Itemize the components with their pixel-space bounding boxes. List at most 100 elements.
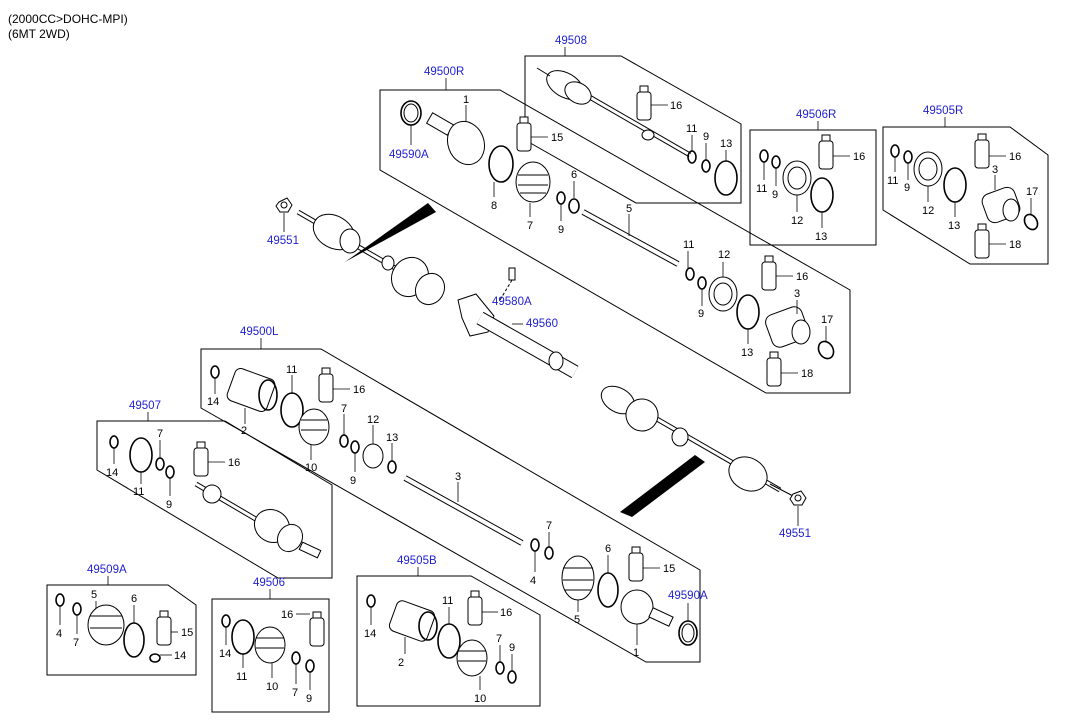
bolt-49580A — [499, 267, 516, 301]
num-9: 9 — [772, 189, 778, 201]
clip-9-right — [556, 191, 566, 205]
num-6: 6 — [571, 169, 577, 181]
clip-11-right — [685, 267, 695, 281]
label-49508[interactable]: 49508 — [555, 35, 587, 47]
num-16: 16 — [500, 607, 512, 619]
inner-joint-housing-right — [390, 256, 446, 306]
outer-joint-1 — [425, 112, 486, 166]
clamp-rings-49508 — [687, 150, 738, 196]
num-9: 9 — [509, 642, 515, 654]
band-13-right — [736, 294, 760, 330]
panel-49505B — [356, 567, 541, 707]
num-3: 3 — [992, 164, 998, 176]
label-49507[interactable]: 49507 — [129, 400, 161, 412]
shaft-assembly-49508 — [536, 67, 692, 158]
label-49505B[interactable]: 49505B — [397, 555, 437, 567]
num-9: 9 — [698, 308, 704, 320]
num-7: 7 — [546, 520, 552, 532]
grease-tube-16-right — [761, 255, 777, 291]
num-15: 15 — [181, 627, 193, 639]
num-7: 7 — [527, 220, 533, 232]
num-10: 10 — [266, 681, 278, 693]
label-49500L[interactable]: 49500L — [240, 326, 279, 338]
num-4: 4 — [530, 575, 536, 587]
num-9: 9 — [904, 182, 910, 194]
num-5: 5 — [574, 614, 580, 626]
label-49505R[interactable]: 49505R — [923, 105, 963, 117]
boot-5-49509A — [87, 604, 125, 646]
num-5: 5 — [626, 203, 632, 215]
num-11: 11 — [236, 671, 247, 683]
num-6: 6 — [605, 543, 611, 555]
seal-17-right — [817, 340, 835, 360]
panel-49506 — [211, 589, 330, 713]
num-9: 9 — [703, 131, 709, 143]
part-code-labels: 49508 49500R 49506R 49505R 49590A 49551 … — [87, 35, 963, 602]
num-16: 16 — [228, 457, 240, 469]
num-14: 14 — [174, 650, 186, 662]
header-engine-spec: (2000CC>DOHC-MPI) — [8, 12, 128, 26]
num-15: 15 — [551, 132, 563, 144]
num-9: 9 — [350, 475, 356, 487]
num-5: 5 — [91, 589, 97, 601]
ring-6-right — [568, 198, 580, 214]
num-14: 14 — [207, 396, 219, 408]
grease-tube-18-right — [766, 351, 782, 387]
num-8: 8 — [491, 200, 497, 212]
tripod-joint-12-49505R — [913, 151, 943, 187]
num-15: 15 — [663, 563, 675, 575]
num-17: 17 — [1026, 186, 1038, 198]
num-11: 11 — [683, 239, 694, 251]
num-16: 16 — [670, 100, 682, 112]
boot-10-49506 — [254, 626, 286, 664]
num-6: 6 — [131, 593, 137, 605]
label-49506R[interactable]: 49506R — [796, 109, 836, 121]
label-49506[interactable]: 49506 — [253, 577, 285, 589]
grease-tube-15 — [516, 116, 532, 152]
panel-49500R — [379, 78, 851, 394]
num-16: 16 — [796, 271, 808, 283]
label-49551-left[interactable]: 49551 — [267, 235, 299, 247]
num-11: 11 — [133, 486, 144, 498]
panel-49505R — [882, 117, 1049, 265]
band-8 — [488, 145, 514, 183]
label-49560[interactable]: 49560 — [526, 318, 558, 330]
hub-nut-49551-left — [275, 197, 293, 213]
num-4: 4 — [56, 628, 62, 640]
num-18: 18 — [801, 368, 813, 380]
num-13: 13 — [815, 231, 827, 243]
num-14: 14 — [106, 467, 118, 479]
label-49551-right[interactable]: 49551 — [779, 528, 811, 540]
ring-49590A-bottom — [678, 620, 698, 646]
tripod-joint-12-left — [362, 443, 384, 469]
housing-2-left — [226, 368, 278, 412]
label-49509A[interactable]: 49509A — [87, 564, 127, 576]
num-3: 3 — [455, 471, 461, 483]
num-14: 14 — [364, 628, 376, 640]
intermediate-shaft-49560 — [457, 267, 579, 379]
header-transmission-spec: (6MT 2WD) — [8, 27, 70, 41]
num-12: 12 — [367, 414, 379, 426]
num-9: 9 — [166, 499, 172, 511]
panel-49500L — [200, 338, 701, 663]
label-49590A-bottom[interactable]: 49590A — [668, 590, 708, 602]
label-49580A[interactable]: 49580A — [492, 296, 532, 308]
ring-49590A-top — [400, 100, 422, 126]
tripod-joint-12-49506R — [782, 160, 812, 196]
outer-joint-1-left — [620, 589, 674, 627]
label-49500R[interactable]: 49500R — [424, 66, 464, 78]
num-9: 9 — [558, 224, 564, 236]
grease-tube-16 — [636, 85, 652, 121]
shaft-3-left — [403, 475, 524, 546]
num-3: 3 — [794, 288, 800, 300]
num-14: 14 — [219, 648, 231, 660]
num-2: 2 — [398, 657, 404, 669]
label-49590A-top[interactable]: 49590A — [389, 149, 429, 161]
num-16: 16 — [281, 609, 293, 621]
num-7: 7 — [341, 403, 347, 415]
right-driveshaft-assembly — [275, 197, 446, 306]
num-11: 11 — [887, 175, 898, 187]
num-11: 11 — [756, 183, 767, 195]
boot-10-49505B — [456, 639, 488, 677]
